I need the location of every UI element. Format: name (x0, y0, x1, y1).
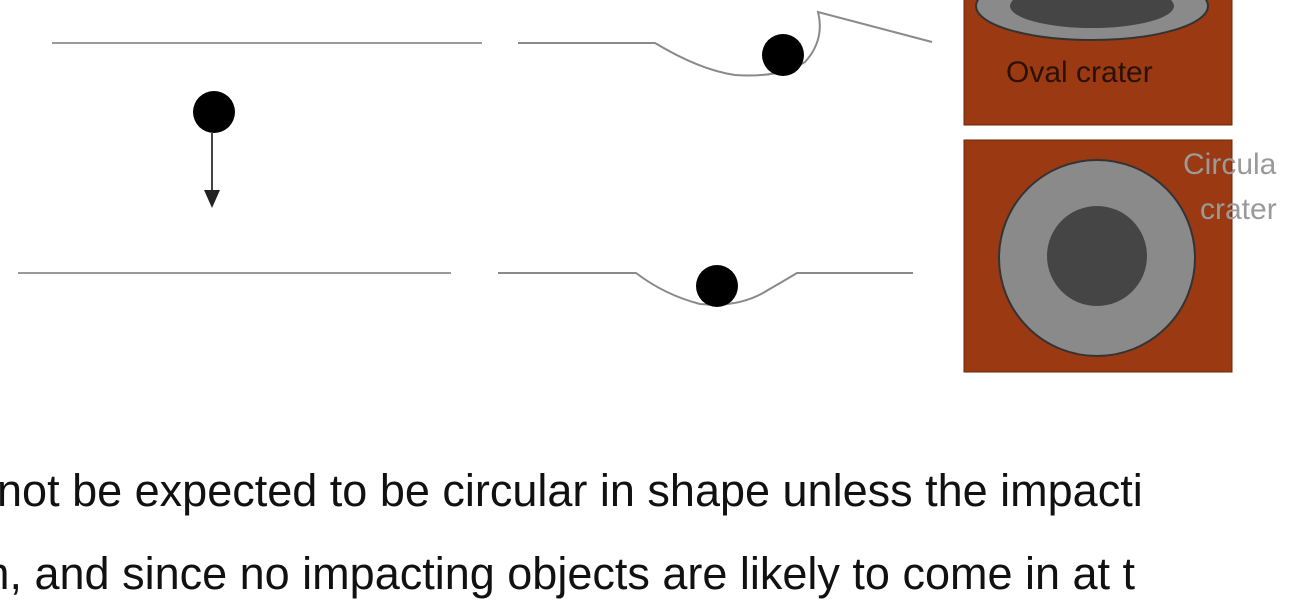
crater-diagram (18, 0, 1233, 373)
impactor-ball-vertical (696, 265, 738, 307)
impactor-ball-falling (193, 91, 235, 133)
down-arrow-head (204, 190, 220, 208)
oval-crater-floor (1010, 0, 1174, 28)
circular-crater-label-line2: crater (1200, 193, 1277, 226)
impactor-ball-oblique (762, 34, 804, 76)
caption-line-1: nnot be expected to be circular in shape… (0, 465, 1143, 516)
oval-crater-label: Oval crater (1006, 56, 1153, 89)
circular-crater-label-line1: Circula (1183, 148, 1277, 181)
surface-line-bottom-vertical (498, 272, 913, 306)
caption-line-2: m, and since no impacting objects are li… (0, 548, 1136, 599)
surface-line-top-oblique (518, 10, 933, 77)
circular-crater-floor (1047, 206, 1147, 306)
